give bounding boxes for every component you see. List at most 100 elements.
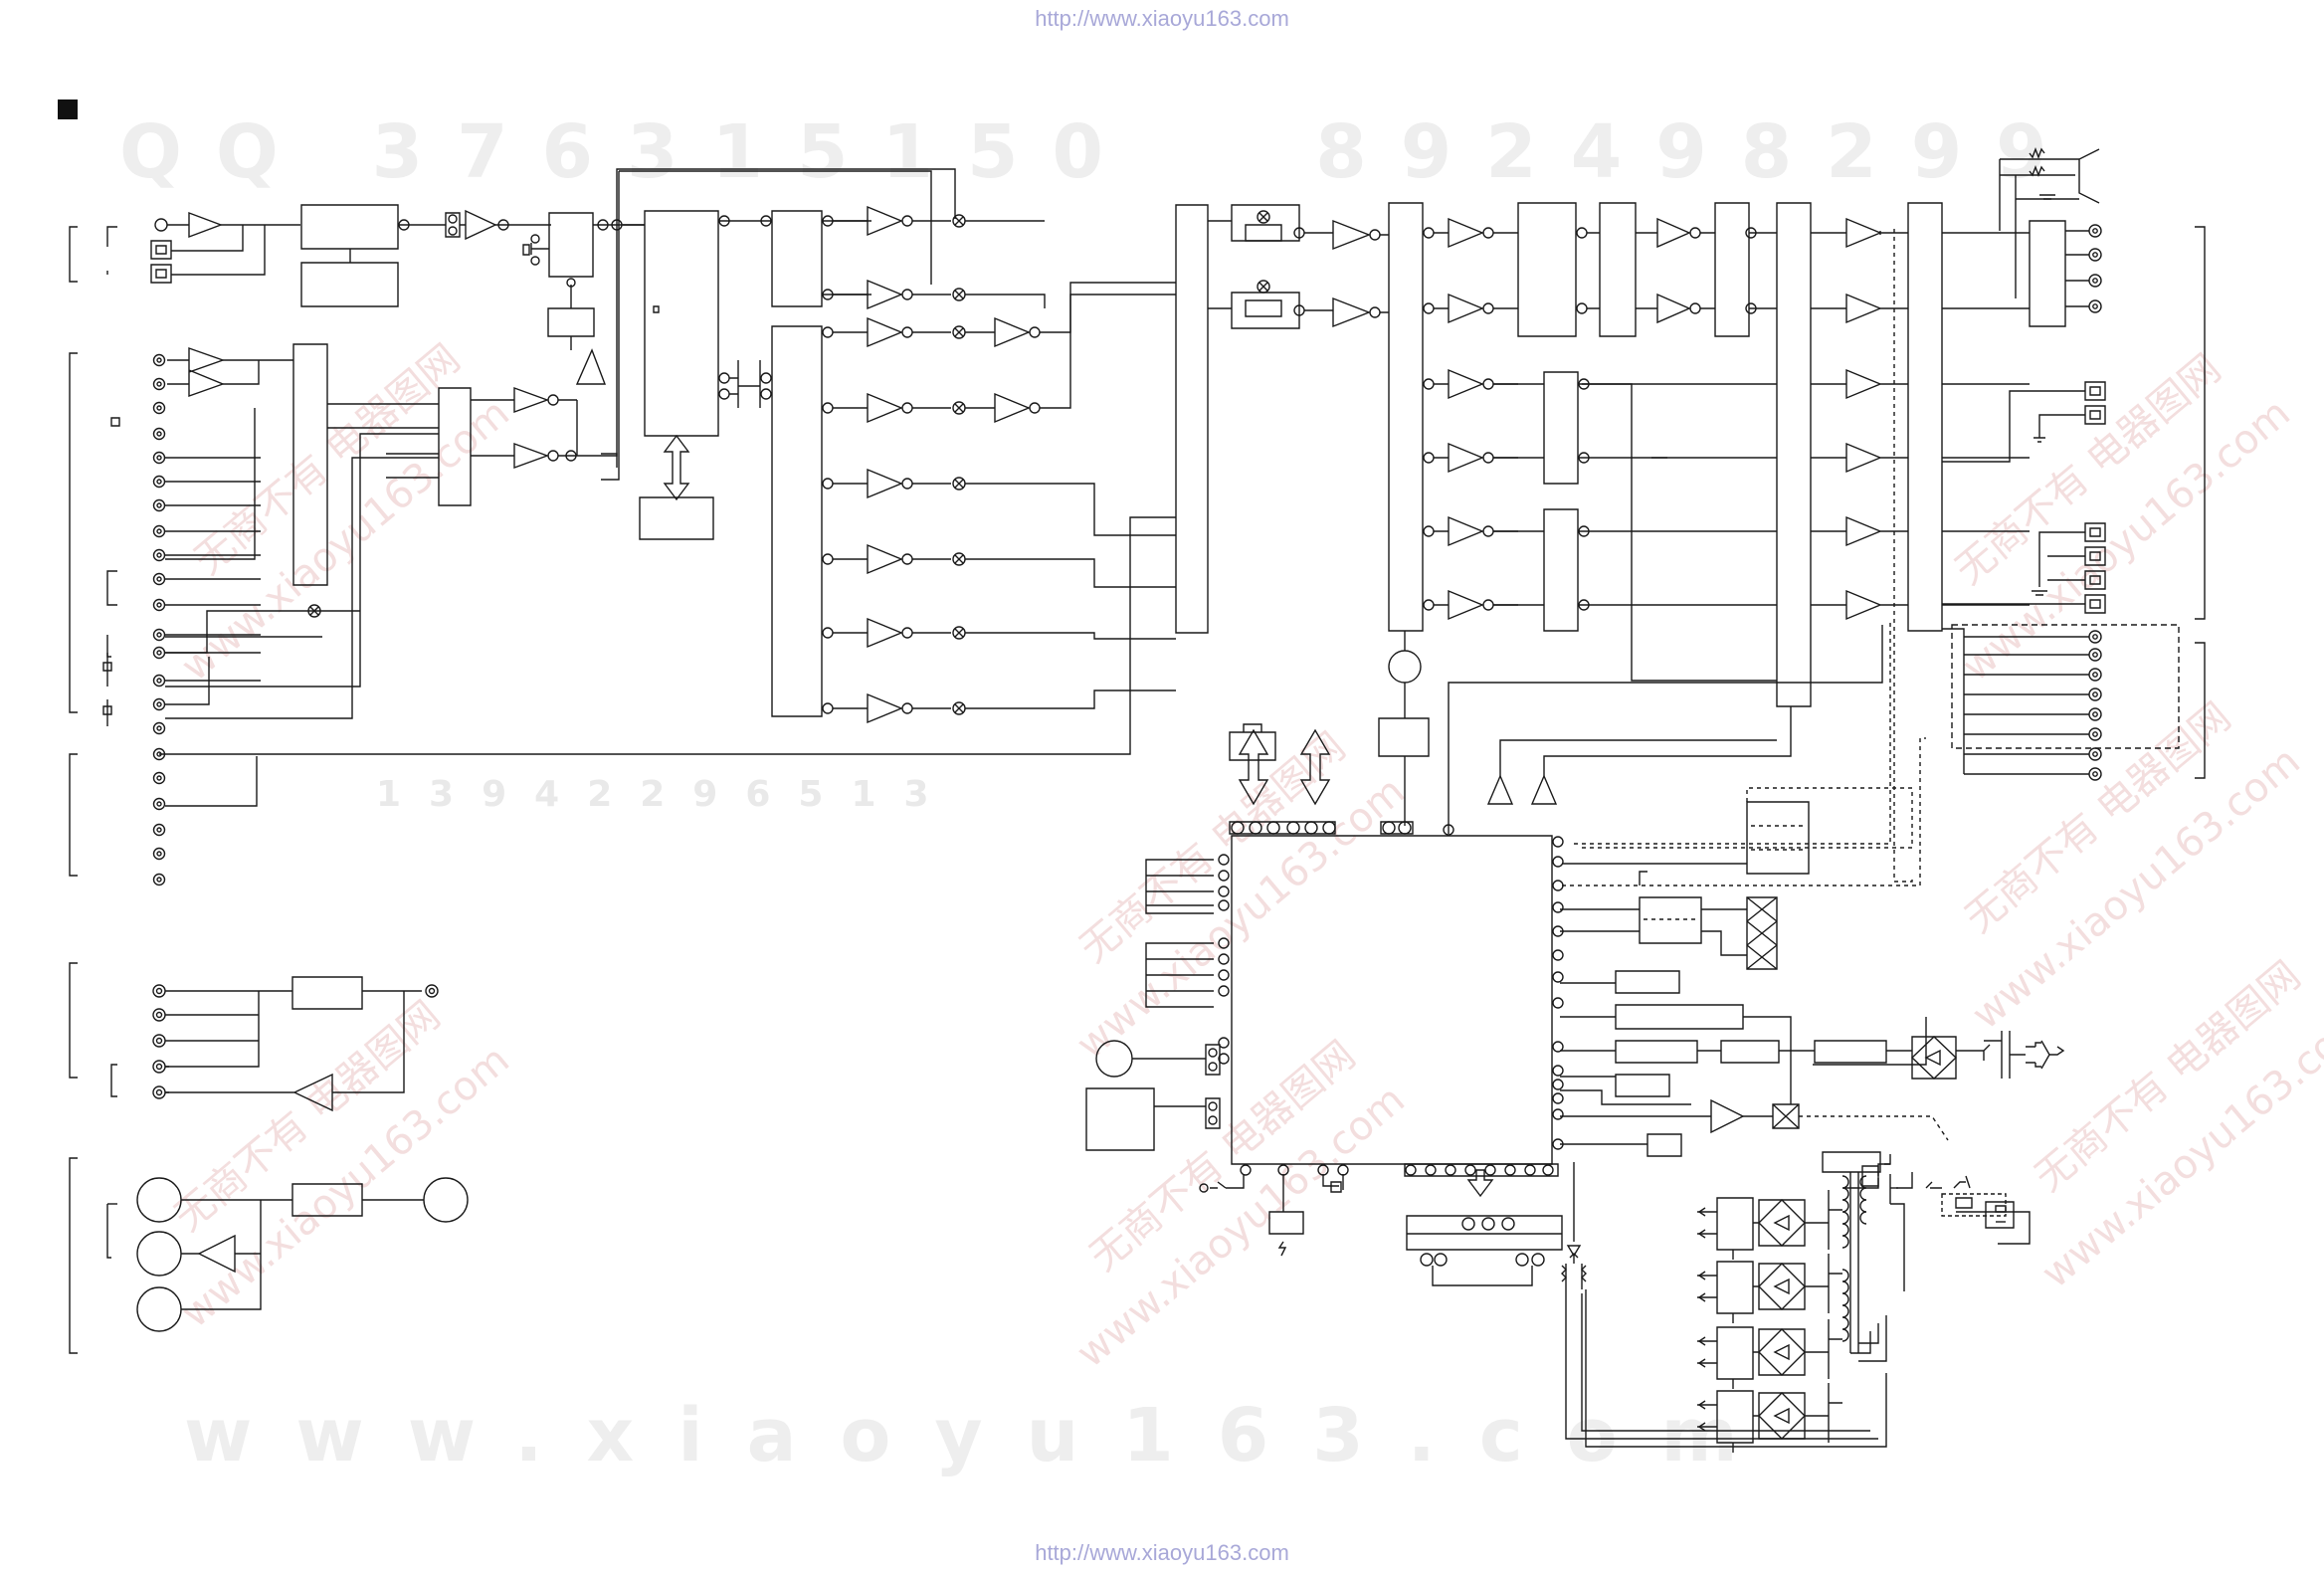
- mcu-pin: [1383, 822, 1395, 834]
- input-jack: [154, 600, 165, 611]
- input-jack-pin: [157, 456, 161, 460]
- mcu-pin: [1553, 972, 1563, 982]
- buffer-out-pin: [902, 554, 912, 564]
- channel-buffers: [823, 207, 1176, 722]
- proc-output-pin: [823, 703, 833, 713]
- output-jack-pin: [2093, 772, 2097, 776]
- out-amp: [1434, 370, 1482, 398]
- mcu-pin: [1485, 1165, 1495, 1175]
- out-pin: [1424, 600, 1434, 610]
- out-pin: [1579, 600, 1589, 610]
- footer-url[interactable]: http://www.xiaoyu163.com: [1035, 1540, 1289, 1565]
- regulator: [1717, 1391, 1753, 1443]
- out-pin: [1690, 303, 1700, 313]
- output-jack-pin: [2093, 635, 2097, 639]
- watermark-qq-top: QQ 376315150 892498299: [119, 109, 2081, 195]
- mcu-pin: [1278, 1165, 1288, 1175]
- out-pin: [1424, 379, 1434, 389]
- output-jack: [2089, 768, 2101, 780]
- mcu-pin: [1287, 822, 1299, 834]
- av-processor: [640, 211, 872, 716]
- regulator: [1717, 1198, 1753, 1250]
- bridge-diamond: [1759, 1200, 1805, 1246]
- buffer-amp: [868, 694, 901, 722]
- regulator: [1717, 1327, 1753, 1379]
- input-jack: [154, 526, 165, 537]
- output-jack-pin: [2093, 304, 2097, 308]
- mix-node-x: [955, 328, 963, 336]
- input-jack-pin: [157, 480, 161, 484]
- out-amp: [1587, 295, 1689, 322]
- wire: [1829, 1383, 1842, 1443]
- mcu-pin: [1446, 1165, 1455, 1175]
- output-amps: [1424, 219, 2030, 882]
- mcu-pin: [1241, 1165, 1251, 1175]
- input-jack-pin: [157, 776, 161, 780]
- mcu-pin: [1323, 822, 1335, 834]
- out-pin: [1577, 303, 1587, 313]
- output-jack-pin: [2093, 673, 2097, 677]
- input-jack-pin: [157, 633, 161, 637]
- bridge-rectifier: [1759, 1200, 1805, 1246]
- mix-node-x: [955, 629, 963, 637]
- out-pin: [1483, 228, 1493, 238]
- ground-bus: [1592, 1315, 1886, 1447]
- input-jack: [154, 477, 165, 488]
- header-url[interactable]: http://www.xiaoyu163.com: [1035, 6, 1289, 31]
- mcu-pin-strip: [1230, 822, 1413, 834]
- jack-marker: [103, 663, 111, 671]
- proc-output-pin: [823, 403, 833, 413]
- input-jack-pin: [157, 651, 161, 655]
- wire: [1697, 1341, 1829, 1389]
- output-jacks: [1942, 149, 2205, 778]
- mcu-pin: [1525, 1165, 1535, 1175]
- out-amp: [1587, 219, 1689, 247]
- input-jack-pin: [157, 358, 161, 362]
- mcu-pin: [1219, 1054, 1229, 1064]
- out-amp: [1434, 295, 1482, 322]
- arrow: [1699, 1208, 1705, 1238]
- input-jack-pin: [157, 878, 161, 882]
- arrow: [1699, 1337, 1705, 1367]
- out-pin: [1424, 453, 1434, 463]
- mcu-pin: [1553, 837, 1563, 847]
- input-jack-pin: [157, 726, 161, 730]
- display-driver: [1407, 1170, 1562, 1285]
- mcu-pin: [1553, 998, 1563, 1008]
- mcu-pin: [1219, 900, 1229, 910]
- dashed-wire: [1880, 229, 1912, 882]
- bridge-rectifier: [1759, 1329, 1805, 1375]
- vol-pots: [1562, 1162, 1586, 1299]
- out-amp: [1434, 219, 1482, 247]
- out-amp: [1811, 444, 1908, 472]
- buffer-out-pin: [902, 216, 912, 226]
- output-jack-pin: [2093, 653, 2097, 657]
- wire: [965, 559, 1176, 587]
- input-jack: [154, 630, 165, 641]
- mcu-pin: [1219, 938, 1229, 948]
- wire: [1697, 1276, 1829, 1323]
- mcu-pin: [1505, 1165, 1515, 1175]
- output-rca-column: [1930, 225, 2101, 780]
- buffer-amp: [868, 470, 901, 497]
- output-jack: [2089, 649, 2101, 661]
- output-jack: [2089, 225, 2101, 237]
- mcu-pin: [1232, 822, 1244, 834]
- diode: [1775, 1216, 1789, 1230]
- out-pin: [1746, 228, 1756, 238]
- buffer-out-pin: [902, 479, 912, 489]
- left-brackets: [70, 227, 117, 1353]
- buffer-amp: [868, 281, 901, 308]
- mcu-pin: [1543, 1165, 1553, 1175]
- proc-output-pin: [823, 554, 833, 564]
- output-jack: [2089, 631, 2101, 643]
- output-jack-pin: [2093, 279, 2097, 283]
- mcu-pin: [1426, 1165, 1436, 1175]
- output-jack: [2089, 669, 2101, 681]
- input-jack-pin: [157, 406, 161, 410]
- out-pin: [1483, 303, 1493, 313]
- wire: [965, 295, 1045, 308]
- diode: [1775, 1279, 1789, 1293]
- output-jack-pin: [2093, 692, 2097, 696]
- mcu-pin: [1219, 1038, 1229, 1048]
